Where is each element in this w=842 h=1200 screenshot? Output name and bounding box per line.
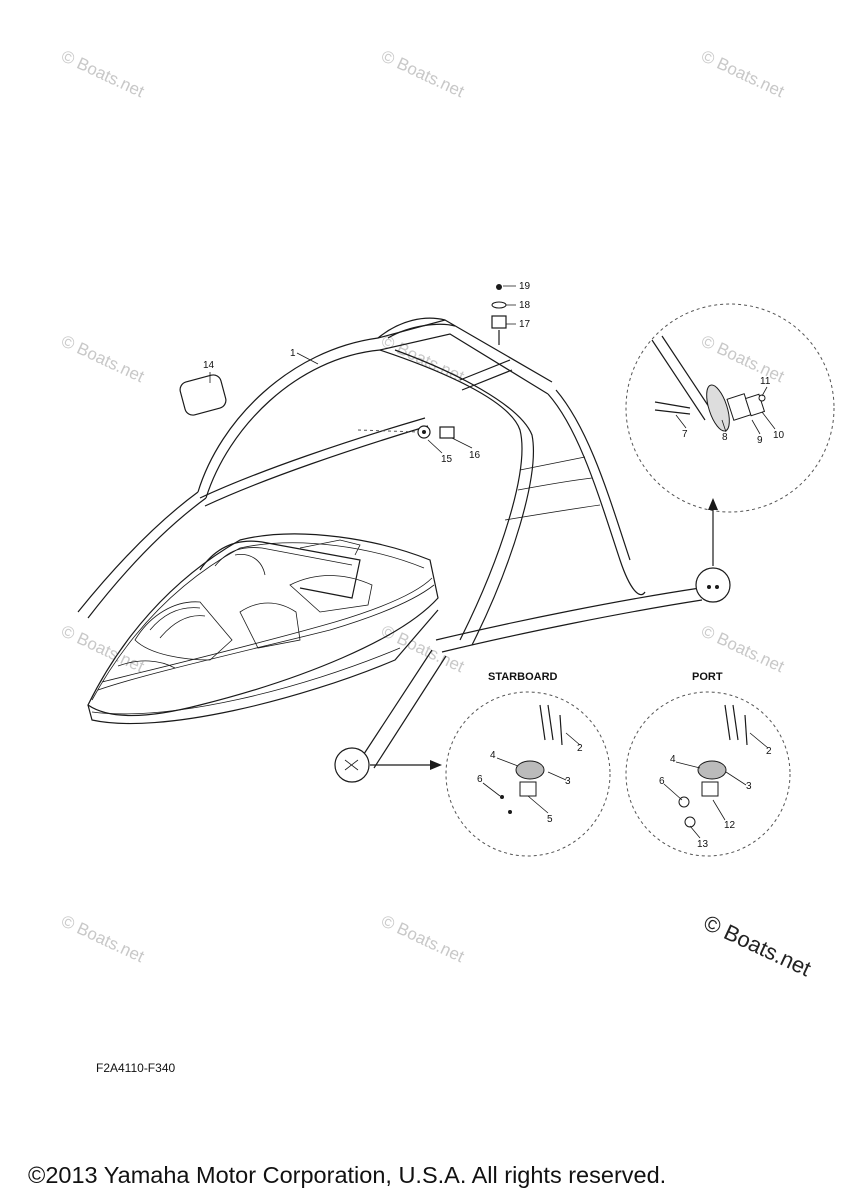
watermark: © Boats.net (378, 911, 467, 966)
callout-4: 4 (670, 754, 676, 765)
watermark: © Boats.net (698, 46, 787, 101)
callout-11: 11 (760, 376, 771, 387)
detail-view-port (625, 691, 791, 857)
figure-code: F2A4110-F340 (96, 1061, 175, 1075)
callout-1: 1 (290, 348, 296, 359)
hardware-parts (179, 284, 507, 439)
callout-8: 8 (722, 432, 728, 443)
callout-5: 5 (547, 814, 553, 825)
callout-12: 12 (724, 820, 736, 831)
callout-3: 3 (746, 781, 752, 792)
detail-view-starboard (445, 691, 611, 857)
starboard-label: STARBOARD (488, 671, 558, 683)
callout-16: 16 (469, 450, 481, 461)
watermark: © Boats.net (698, 621, 787, 676)
callout-17: 17 (519, 319, 531, 330)
watermark-large: © Boats.net (700, 910, 815, 981)
callout-13: 13 (697, 839, 709, 850)
callout-markers (334, 498, 731, 783)
part-labels: 1 14 15 16 17 18 19 7 8 9 10 11 2 3 4 5 … (203, 281, 785, 850)
callout-14: 14 (203, 360, 215, 371)
callout-19: 19 (519, 281, 531, 292)
callout-2: 2 (577, 743, 583, 754)
callout-4: 4 (490, 750, 496, 761)
watermark-layer: © Boats.net © Boats.net © Boats.net © Bo… (58, 46, 787, 966)
copyright-notice: ©2013 Yamaha Motor Corporation, U.S.A. A… (28, 1162, 666, 1188)
callout-3: 3 (565, 776, 571, 787)
callout-7: 7 (682, 429, 688, 440)
callout-9: 9 (757, 435, 763, 446)
leader-lines (209, 285, 776, 839)
watermark: © Boats.net (378, 46, 467, 101)
boat-illustration (87, 533, 439, 725)
callout-15: 15 (441, 454, 453, 465)
callout-2: 2 (766, 746, 772, 757)
watermark: © Boats.net (58, 331, 147, 386)
watermark: © Boats.net (58, 621, 147, 676)
callout-6: 6 (659, 776, 665, 787)
tower-illustration (77, 317, 703, 769)
detail-view-clamp (625, 303, 835, 513)
callout-6: 6 (477, 774, 483, 785)
watermark: © Boats.net (698, 331, 787, 386)
port-label: PORT (692, 671, 723, 683)
watermark: © Boats.net (58, 46, 147, 101)
callout-18: 18 (519, 300, 531, 311)
watermark: © Boats.net (58, 911, 147, 966)
callout-10: 10 (773, 430, 785, 441)
